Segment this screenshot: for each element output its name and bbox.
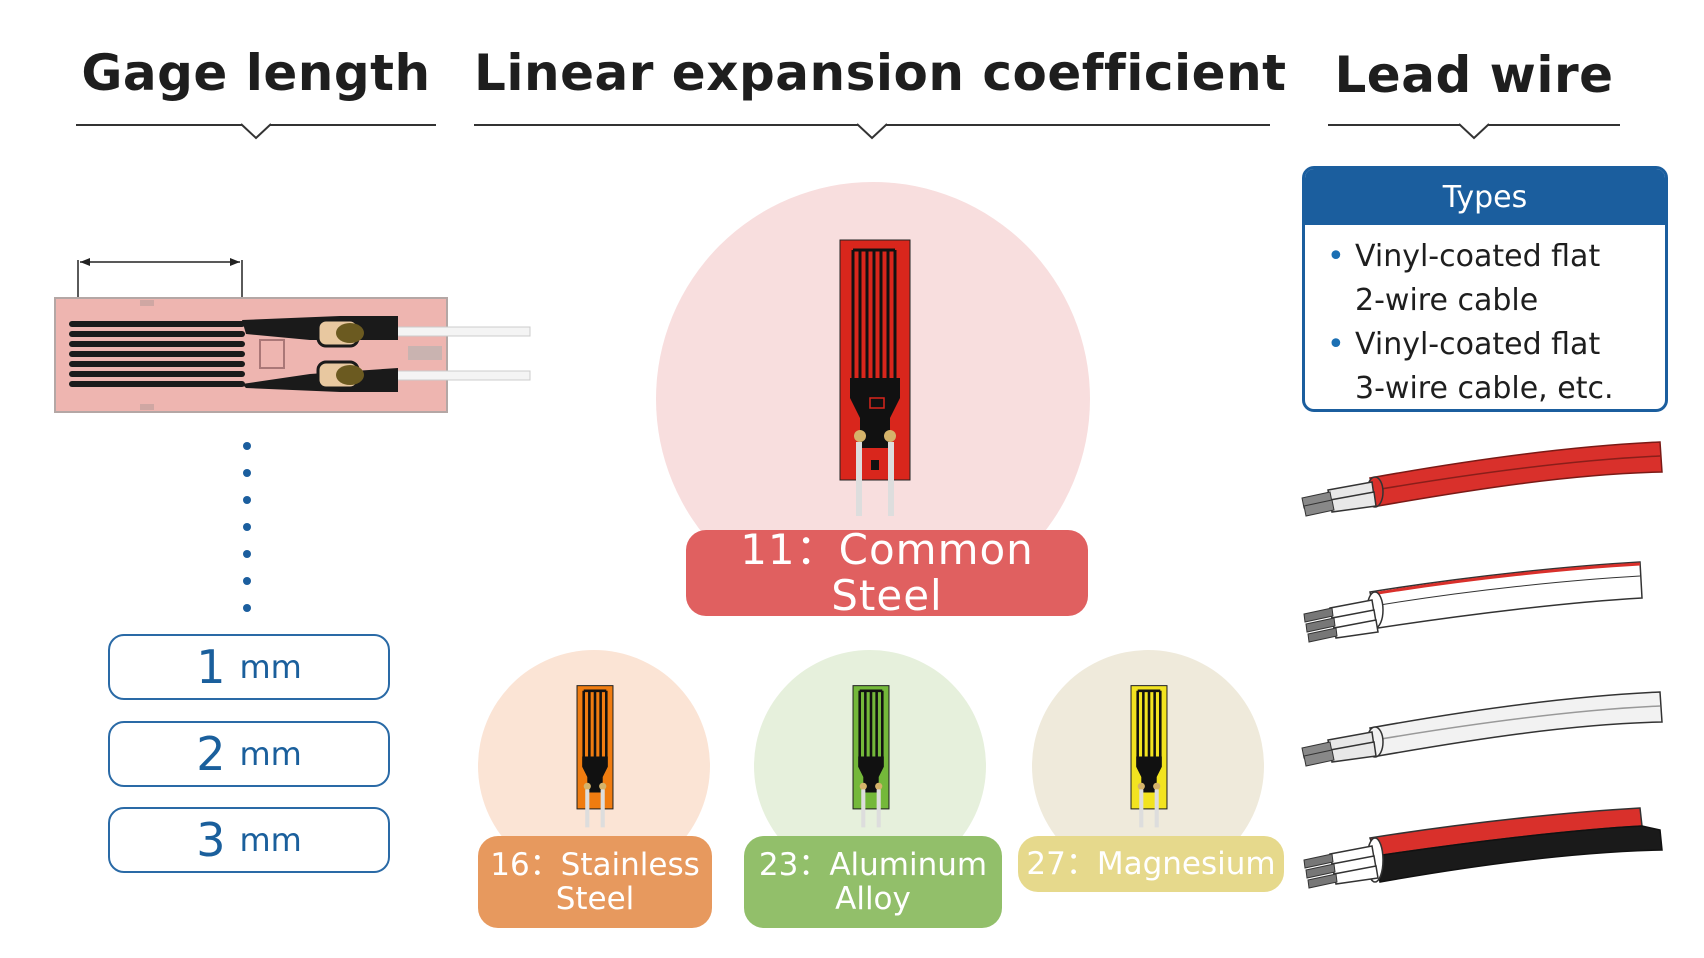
chevron-down-icon xyxy=(240,123,272,140)
option-unit: mm xyxy=(239,821,302,859)
white-3-wire-cable-icon xyxy=(1303,561,1643,643)
white-2-wire-cable-icon xyxy=(1301,691,1663,767)
types-title: Types xyxy=(1305,169,1665,225)
option-value: 2 xyxy=(196,727,226,781)
gage-length-title: Gage length xyxy=(81,44,431,102)
option-unit: mm xyxy=(239,648,302,686)
chevron-down-icon xyxy=(856,123,888,140)
lead-wire-title: Lead wire xyxy=(1334,46,1614,104)
lead-wire-types-box: Types Vinyl-coated flat 2-wire cable Vin… xyxy=(1302,166,1668,412)
gage-length-option-3mm[interactable]: 3 mm xyxy=(108,807,390,873)
gage-length-option-2mm[interactable]: 2 mm xyxy=(108,721,390,787)
chevron-down-icon xyxy=(1458,123,1490,140)
option-unit: mm xyxy=(239,735,302,773)
types-list: Vinyl-coated flat 2-wire cable Vinyl-coa… xyxy=(1305,225,1665,409)
type-item: Vinyl-coated flat 2-wire cable xyxy=(1327,235,1655,323)
green-gauge-icon xyxy=(852,685,890,828)
black-3-wire-cable-icon xyxy=(1303,807,1663,889)
strain-gauge-illustration xyxy=(54,258,531,413)
gage-length-option-1mm[interactable]: 1 mm xyxy=(108,634,390,700)
dotted-connector xyxy=(243,442,251,612)
yellow-gauge-icon xyxy=(1130,685,1168,828)
stainless-steel-label: 16：Stainless Steel xyxy=(478,836,712,928)
option-value: 1 xyxy=(196,640,226,694)
type-item: Vinyl-coated flat 3-wire cable, etc. xyxy=(1327,323,1655,409)
magnesium-label: 27：Magnesium xyxy=(1018,836,1284,892)
red-2-wire-cable-icon xyxy=(1301,441,1663,517)
linear-expansion-title: Linear expansion coefficient xyxy=(474,44,1287,102)
option-value: 3 xyxy=(196,813,226,867)
orange-gauge-icon xyxy=(576,685,614,828)
red-gauge-icon xyxy=(839,239,911,516)
common-steel-label: 11：Common Steel xyxy=(686,526,1088,619)
aluminum-alloy-label: 23：Aluminum Alloy xyxy=(744,836,1002,928)
